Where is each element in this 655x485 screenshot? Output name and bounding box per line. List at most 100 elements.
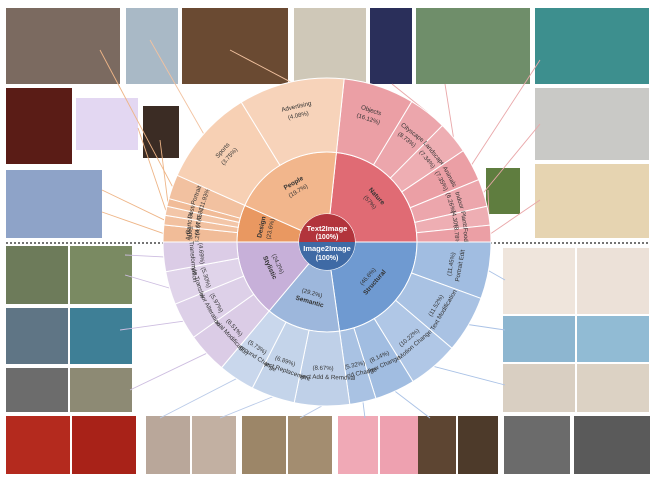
leaf-pct-design-2: (4.45%) bbox=[195, 207, 205, 229]
leaf-label-design-2: UI bbox=[187, 212, 195, 220]
leaf-pct-stylistic-2: (5.30%) bbox=[199, 267, 211, 289]
example-image-hands-before bbox=[146, 416, 190, 474]
leader-line-nature-5 bbox=[487, 189, 490, 216]
example-image-beach-before bbox=[503, 364, 575, 412]
leaf-label-semantic-0: Subject Add & Removal bbox=[290, 373, 355, 382]
leader-line-design-2 bbox=[137, 127, 167, 211]
example-image-bag-after bbox=[70, 368, 132, 412]
leader-line-semantic-2 bbox=[159, 378, 237, 419]
leaf-segment-nature-6 bbox=[415, 224, 492, 243]
category-pct-semantic: (29.2%) bbox=[301, 288, 323, 300]
sunburst-rings: Nature(57%)Objects(16.12%)Cityscape(8.73… bbox=[162, 77, 492, 407]
example-image-duck bbox=[535, 8, 649, 84]
leaf-segment-nature-2 bbox=[389, 124, 464, 193]
leader-lines bbox=[99, 39, 541, 419]
leaf-segment-structural-2 bbox=[373, 299, 453, 383]
center-bottom-title: Image2Image bbox=[303, 244, 351, 253]
leaf-segment-structural-1 bbox=[394, 272, 482, 349]
leaf-segment-semantic-0 bbox=[293, 329, 351, 407]
example-image-seascape-painting bbox=[6, 170, 102, 238]
center-bottom-pct: (100%) bbox=[316, 255, 339, 262]
example-image-mountain-valley bbox=[416, 8, 530, 84]
center-top-title: Text2Image bbox=[307, 224, 348, 233]
leaf-pct-stylistic-3: (4.69%) bbox=[197, 243, 205, 264]
leaf-segment-structural-4 bbox=[338, 327, 377, 405]
leader-line-semantic-1 bbox=[219, 396, 273, 419]
example-image-lighthouse-after bbox=[70, 308, 132, 364]
leaf-label-nature-5: Plants bbox=[459, 211, 469, 229]
leaf-label-design-3: Posters bbox=[187, 198, 199, 220]
leader-line-structural-0 bbox=[488, 270, 506, 281]
example-image-dog-before bbox=[6, 246, 68, 304]
leaf-segment-people-1 bbox=[240, 77, 345, 166]
example-image-desk-before bbox=[504, 416, 570, 474]
leaf-segment-nature-1 bbox=[372, 100, 444, 179]
example-image-sign-before bbox=[503, 316, 575, 362]
example-image-vintage-car bbox=[294, 8, 366, 84]
leaf-segment-nature-4 bbox=[409, 178, 488, 223]
leader-line-nature-4 bbox=[483, 123, 541, 194]
sunburst-center: Text2Image (100%) Image2Image (100%) bbox=[299, 214, 355, 270]
example-image-night-city bbox=[370, 8, 412, 84]
example-image-app-ui bbox=[76, 98, 138, 150]
leader-line-structural-1 bbox=[468, 324, 506, 331]
example-image-woman-pose-before bbox=[503, 248, 575, 314]
leaf-segment-people-0 bbox=[176, 101, 281, 207]
leaf-pct-semantic-0: (8.67%) bbox=[312, 366, 333, 373]
category-pct-design: (23.6%) bbox=[266, 218, 276, 240]
leaf-segment-stylistic-3 bbox=[162, 241, 240, 273]
leader-line-people-0 bbox=[149, 39, 205, 135]
leader-line-nature-2 bbox=[444, 83, 454, 138]
leaf-segment-stylistic-0 bbox=[192, 293, 270, 369]
example-image-anime-fighter bbox=[6, 88, 72, 164]
example-image-hands-after bbox=[192, 416, 236, 474]
example-image-teddy-before bbox=[418, 416, 456, 474]
leader-line-nature-6 bbox=[490, 199, 541, 234]
category-label-design: Design bbox=[256, 216, 267, 239]
leaf-pct-nature-6: (3.78%) bbox=[452, 225, 459, 246]
leaf-segment-nature-3 bbox=[401, 150, 480, 209]
leader-line-semantic-0 bbox=[299, 405, 323, 419]
center-top-pct: (100%) bbox=[316, 234, 339, 241]
example-image-teddy-after bbox=[458, 416, 498, 474]
leader-line-people-1 bbox=[229, 49, 291, 83]
leaf-label-design-1: Cartoon bbox=[185, 212, 195, 235]
leaf-segment-semantic-2 bbox=[220, 310, 287, 389]
center-top-half bbox=[299, 214, 355, 242]
leader-line-nature-3 bbox=[471, 59, 541, 166]
leaf-pct-structural-4: (5.32%) bbox=[344, 361, 366, 371]
example-image-food-plate bbox=[535, 164, 649, 238]
leaf-segment-stylistic-1 bbox=[174, 275, 255, 338]
leaf-pct-design-0: (8.26%) bbox=[195, 225, 202, 246]
leader-line-design-4 bbox=[99, 49, 173, 187]
example-image-cupcake-before bbox=[338, 416, 378, 474]
example-image-vase-before bbox=[242, 416, 286, 474]
example-image-desk-after bbox=[574, 416, 650, 474]
example-image-apples-before bbox=[6, 416, 70, 474]
leader-line-design-0 bbox=[101, 211, 164, 234]
leaf-segment-nature-5 bbox=[414, 205, 491, 234]
leaf-segment-structural-3 bbox=[353, 317, 414, 400]
leader-line-stylistic-2 bbox=[124, 274, 170, 289]
example-image-sign-after bbox=[577, 316, 649, 362]
example-image-red-flower bbox=[486, 168, 520, 214]
leaf-label-nature-6: Food bbox=[461, 228, 469, 243]
leader-line-structural-4 bbox=[362, 401, 366, 419]
example-image-child bbox=[6, 8, 120, 84]
example-image-bag-before bbox=[6, 368, 68, 412]
example-image-lighthouse-before bbox=[6, 308, 68, 364]
leaf-pct-structural-0: (11.45%) bbox=[447, 252, 457, 277]
example-image-dog-after bbox=[70, 246, 132, 304]
leader-line-structural-2 bbox=[433, 366, 506, 386]
example-image-interior-room bbox=[535, 88, 649, 160]
leaf-segment-stylistic-2 bbox=[165, 257, 245, 305]
leaf-segment-structural-0 bbox=[410, 241, 492, 300]
example-image-woman-pose-after bbox=[577, 248, 649, 314]
leader-line-design-1 bbox=[101, 189, 165, 221]
leader-line-stylistic-0 bbox=[129, 352, 207, 391]
leaf-pct-people-1: (4.08%) bbox=[288, 111, 310, 121]
leaf-label-design-0: Arts bbox=[185, 229, 193, 240]
leaf-segment-semantic-1 bbox=[251, 321, 310, 404]
